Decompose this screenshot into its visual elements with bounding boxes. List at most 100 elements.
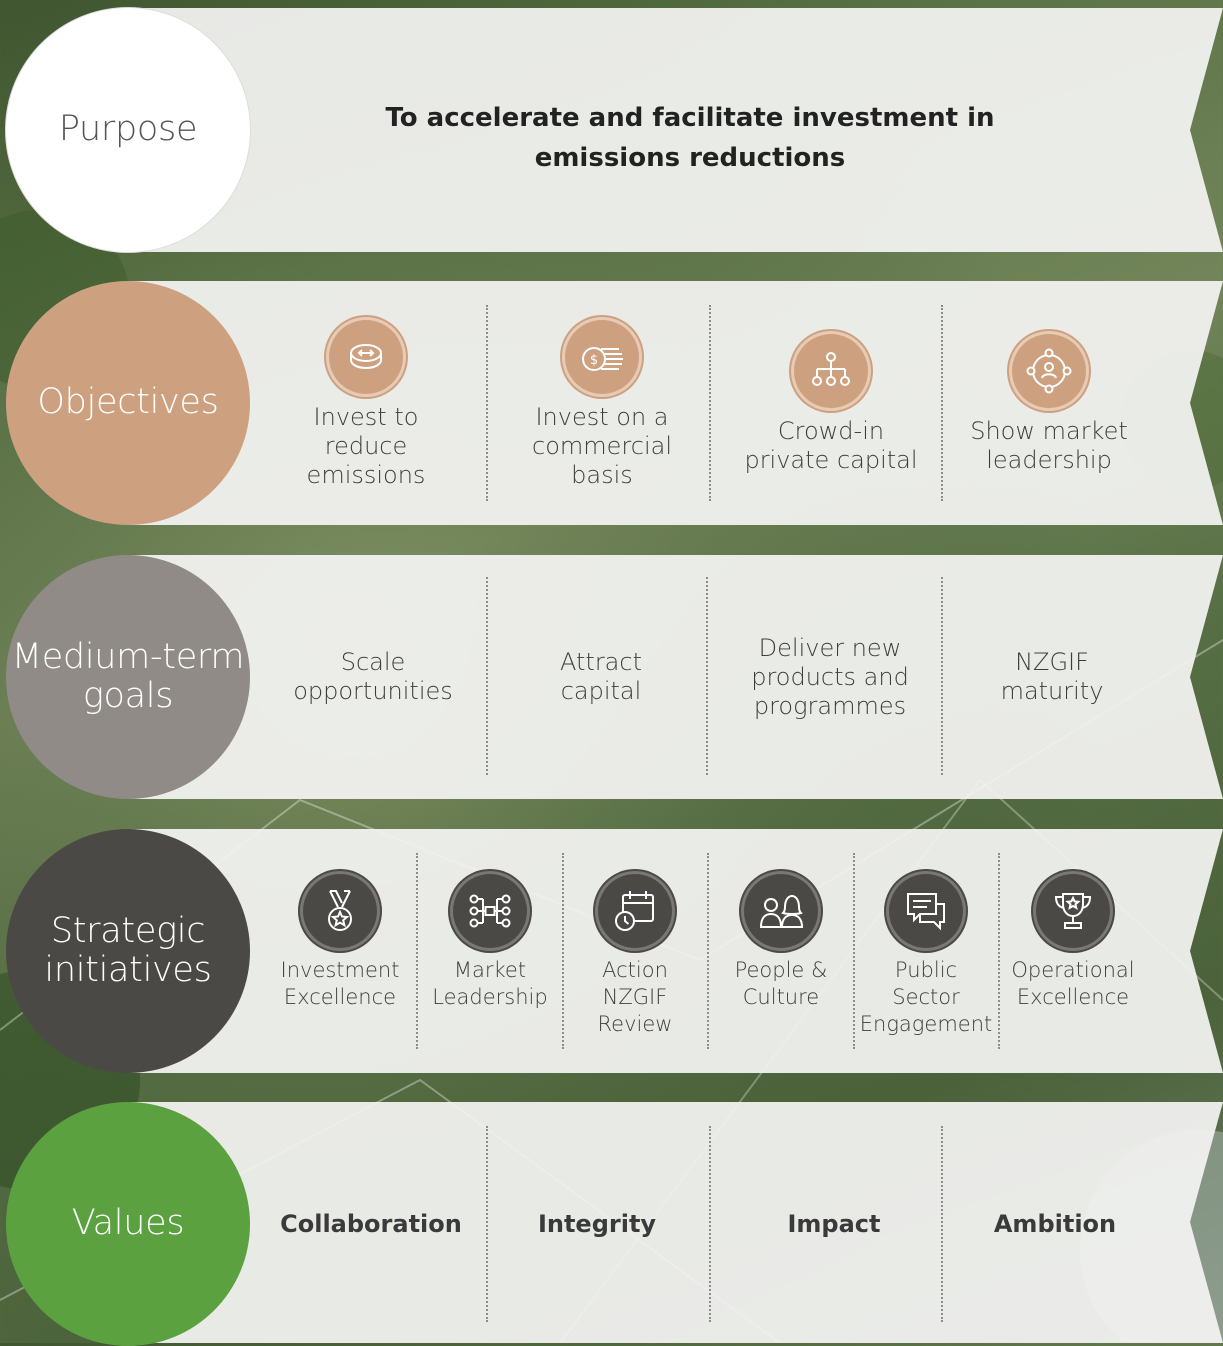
objective-2-line-3: basis xyxy=(571,460,633,489)
values-divider-1 xyxy=(486,1126,488,1322)
initiative-item-public-sector: Public Sector Engagement xyxy=(859,829,993,1073)
objective-item-invest-reduce: Invest to reduce emissions xyxy=(266,281,466,525)
purpose-line-1: To accelerate and facilitate investment … xyxy=(385,103,995,133)
objectives-band: Objectives Invest to reduce emissions $ xyxy=(0,281,1223,525)
purpose-circle: Purpose xyxy=(6,8,250,252)
goals-band-shape xyxy=(130,555,1223,799)
initiative-4-line-1: People & xyxy=(734,958,828,982)
initiative-3-line-2: NZGIF xyxy=(602,985,668,1009)
initiative-item-people-culture: People & Culture xyxy=(716,829,846,1073)
initiatives-divider-2 xyxy=(562,853,564,1049)
values-circle: Values xyxy=(6,1102,250,1346)
purpose-line-2: emissions reductions xyxy=(534,143,846,173)
goal-2-line-2: capital xyxy=(560,677,642,705)
goal-item-deliver: Deliver new products and programmes xyxy=(730,555,930,799)
goal-4-line-2: maturity xyxy=(1000,677,1104,705)
value-1-label: Collaboration xyxy=(280,1210,462,1238)
objectives-circle: Objectives xyxy=(6,281,250,525)
objective-1-line-2: reduce xyxy=(324,431,408,460)
initiatives-label-line-1: Strategic xyxy=(50,910,206,951)
initiative-6-line-2: Excellence xyxy=(1016,985,1130,1009)
objective-1-line-1: Invest to xyxy=(313,402,419,431)
goal-item-attract: Attract capital xyxy=(501,555,701,799)
value-item-ambition: Ambition xyxy=(955,1102,1155,1346)
goals-circle: Medium-term goals xyxy=(6,555,250,799)
value-item-collaboration: Collaboration xyxy=(271,1102,471,1346)
objective-3-line-2: private capital xyxy=(744,446,918,474)
initiatives-divider-3 xyxy=(707,853,709,1049)
objective-item-crowd-in: Crowd-in private capital xyxy=(731,281,931,525)
initiatives-divider-5 xyxy=(998,853,1000,1049)
objective-3-line-1: Crowd-in xyxy=(777,417,885,445)
goal-3-line-2: products and xyxy=(751,662,909,691)
purpose-band-shape xyxy=(130,8,1223,252)
initiative-5-line-1: Public xyxy=(894,958,958,982)
leader-network-icon xyxy=(1009,331,1089,411)
initiative-5-line-3: Engagement xyxy=(859,1012,993,1036)
initiative-4-line-2: Culture xyxy=(742,985,820,1009)
goal-3-line-3: programmes xyxy=(753,691,907,720)
chat-bubbles-icon xyxy=(886,871,966,951)
goal-4-line-1: NZGIF xyxy=(1015,648,1089,676)
network-nodes-icon xyxy=(450,871,530,951)
values-band-shape xyxy=(130,1102,1223,1343)
goal-1-line-1: Scale xyxy=(340,648,406,676)
objective-2-line-1: Invest on a xyxy=(535,402,669,431)
values-band: Values Collaboration Integrity Impact Am… xyxy=(0,1102,1223,1346)
value-item-integrity: Integrity xyxy=(497,1102,697,1346)
initiatives-divider-1 xyxy=(416,853,418,1049)
objectives-divider-2 xyxy=(709,305,711,501)
objective-item-market-leadership: Show market leadership xyxy=(949,281,1149,525)
goals-label-line-1: Medium-term xyxy=(11,636,245,677)
initiatives-divider-4 xyxy=(853,853,855,1049)
objectives-label: Objectives xyxy=(37,382,219,423)
people-icon xyxy=(741,871,821,951)
purpose-band: Purpose To accelerate and facilitate inv… xyxy=(0,8,1223,252)
money-stack-icon: $ xyxy=(562,316,642,397)
values-divider-2 xyxy=(709,1126,711,1322)
goal-1-line-2: opportunities xyxy=(293,677,453,705)
goals-divider-2 xyxy=(706,577,708,775)
values-divider-3 xyxy=(941,1126,943,1322)
initiatives-circle: Strategic initiatives xyxy=(6,829,250,1073)
purpose-statement: To accelerate and facilitate investment … xyxy=(330,98,1050,178)
initiative-5-line-2: Sector xyxy=(892,985,960,1009)
initiative-item-action-review: Action NZGIF Review xyxy=(570,829,700,1073)
goals-divider-1 xyxy=(486,577,488,775)
trophy-icon xyxy=(1033,871,1113,951)
value-item-impact: Impact xyxy=(734,1102,934,1346)
value-4-label: Ambition xyxy=(993,1210,1117,1238)
initiatives-band: Strategic initiatives Investment Excelle… xyxy=(0,829,1223,1073)
initiative-3-line-1: Action xyxy=(602,958,668,982)
objective-1-line-3: emissions xyxy=(306,460,426,489)
initiative-1-line-1: Investment xyxy=(280,958,400,982)
objectives-divider-1 xyxy=(486,305,488,501)
objectives-divider-3 xyxy=(941,305,943,501)
initiative-3-line-3: Review xyxy=(597,1012,673,1036)
goals-band: Medium-term goals Scale opportunities At… xyxy=(0,555,1223,799)
goal-2-line-1: Attract xyxy=(560,648,642,676)
initiatives-label-line-2: initiatives xyxy=(44,950,212,990)
value-2-label: Integrity xyxy=(537,1210,657,1238)
objective-4-line-1: Show market xyxy=(970,417,1128,445)
coin-icon xyxy=(326,316,406,397)
initiative-item-market-leadership: Market Leadership xyxy=(425,829,555,1073)
goal-item-maturity: NZGIF maturity xyxy=(952,555,1152,799)
initiative-item-operational-excellence: Operational Excellence xyxy=(1003,829,1143,1073)
initiative-item-investment-excellence: Investment Excellence xyxy=(275,829,405,1073)
objective-item-commercial-basis: $ Invest on a commercial basis xyxy=(502,281,702,525)
purpose-label: Purpose xyxy=(58,109,198,150)
goals-divider-3 xyxy=(941,577,943,775)
initiative-1-line-2: Excellence xyxy=(283,985,397,1009)
calendar-clock-icon xyxy=(595,871,675,951)
medal-icon xyxy=(300,871,380,951)
goal-item-scale: Scale opportunities xyxy=(273,555,473,799)
initiative-2-line-1: Market xyxy=(453,958,527,982)
value-3-label: Impact xyxy=(787,1210,881,1238)
initiative-2-line-2: Leadership xyxy=(432,985,548,1009)
initiative-6-line-1: Operational xyxy=(1011,958,1135,982)
svg-text:$: $ xyxy=(590,353,598,368)
goals-label-line-2: goals xyxy=(82,676,174,716)
org-chart-icon xyxy=(791,331,871,411)
values-label: Values xyxy=(71,1203,185,1244)
